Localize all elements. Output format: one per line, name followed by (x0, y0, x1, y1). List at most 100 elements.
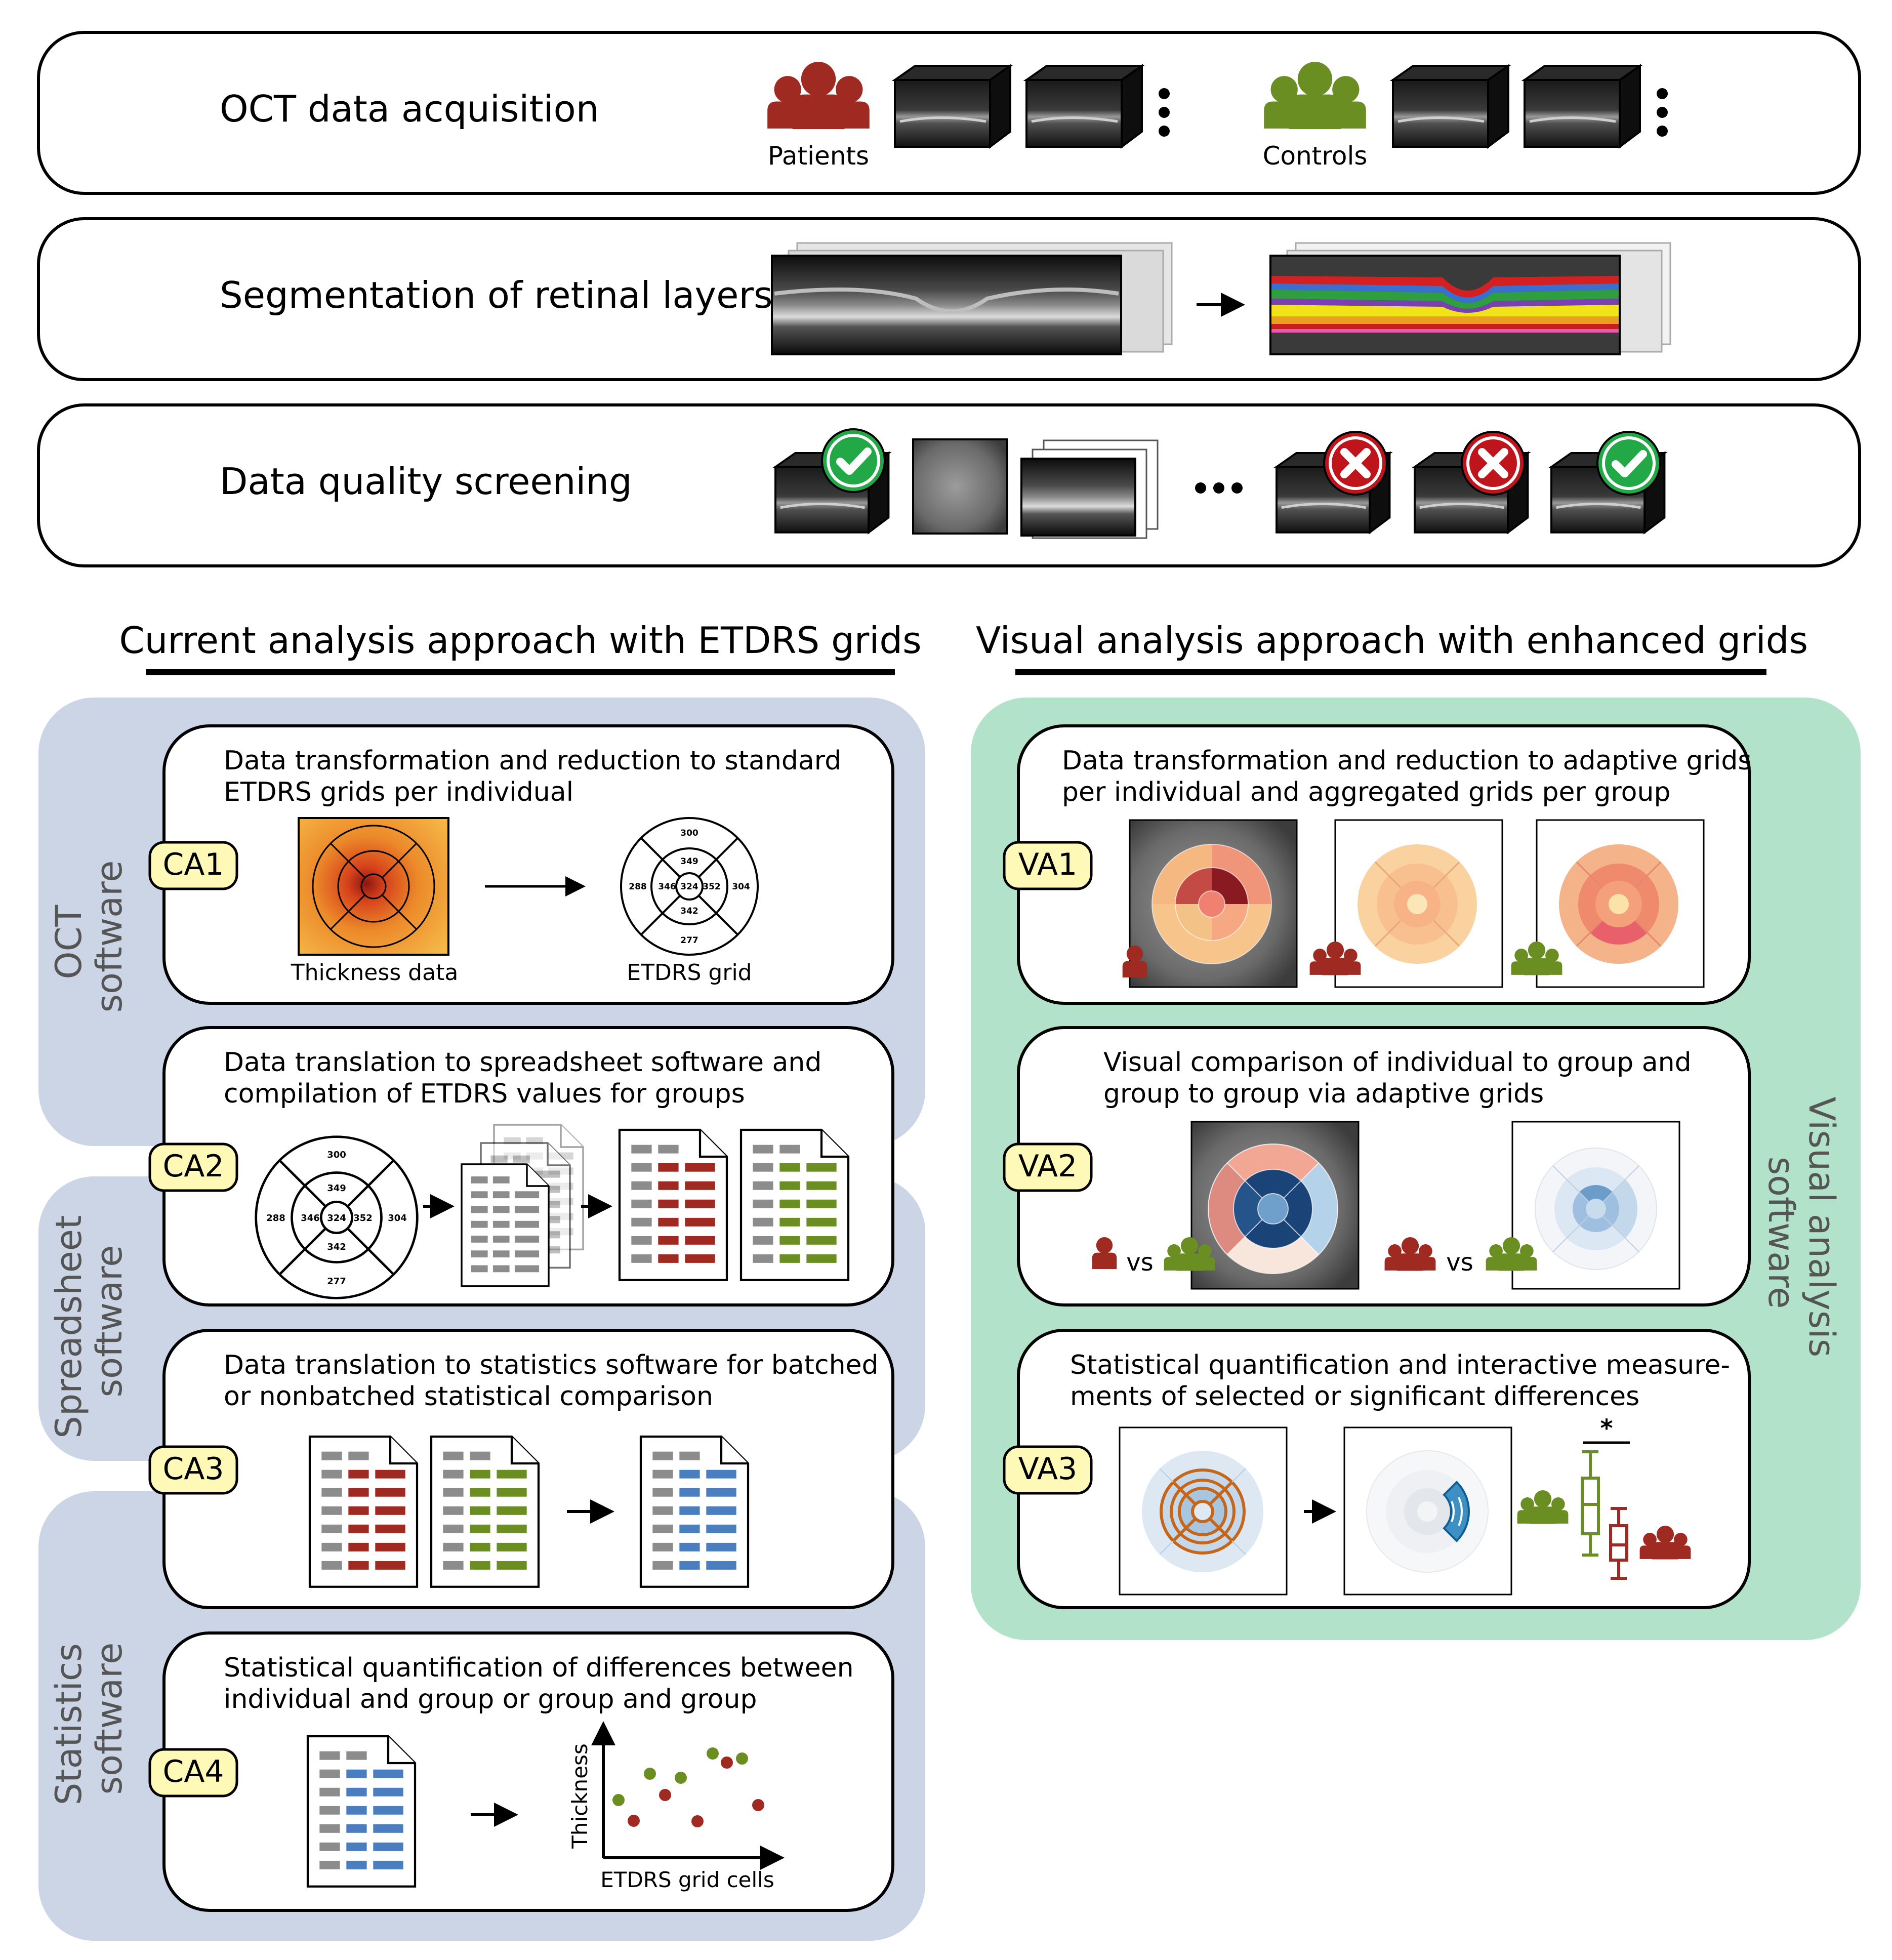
adaptive-grid-individual (1151, 844, 1272, 964)
va1-tag-text: VA1 (1018, 847, 1077, 882)
boxplot-controls (1581, 1450, 1600, 1557)
va2-card: Visual comparison of individual to group… (1017, 1026, 1751, 1306)
va1-tag: VA1 (1003, 841, 1093, 890)
visual-heading: Visual analysis approach with enhanced g… (976, 619, 1808, 662)
ca4-tag: CA4 (148, 1748, 238, 1798)
va2-tag: VA2 (1003, 1142, 1093, 1192)
patient-point (659, 1789, 671, 1801)
current-heading: Current analysis approach with ETDRS gri… (119, 619, 921, 662)
va2-tag-text: VA2 (1018, 1149, 1077, 1184)
y-axis-label: Thickness (567, 1743, 592, 1849)
controls-spreadsheet-icon (741, 1130, 848, 1280)
statistics-software-label-line1: Statistics (48, 1643, 90, 1805)
oct-software-label-line1: OCT (48, 905, 90, 979)
spreadsheet-software-label-line1: Spreadsheet (48, 1215, 90, 1439)
controls-label: Controls (1263, 141, 1368, 171)
statistics-software-label-line2: software (89, 1643, 130, 1795)
va3-card: Statistical quantification and interacti… (1017, 1329, 1751, 1609)
check-icon (1597, 432, 1660, 495)
patient-point (721, 1757, 733, 1769)
control-point (675, 1772, 687, 1784)
scatter-plot: Thickness ETDRS grid cells (567, 1721, 785, 1892)
vs-label: vs (1126, 1248, 1153, 1277)
control-point (644, 1768, 656, 1780)
statistics-spreadsheet-icon (308, 1736, 415, 1887)
segmentation-panel: Segmentation of retinal layers (37, 217, 1861, 381)
segmentation-title: Segmentation of retinal layers (220, 274, 773, 316)
va3-tag-text: VA3 (1018, 1451, 1077, 1487)
difference-grid-groups (1535, 1148, 1657, 1270)
etdrs-value: 346 (301, 1213, 320, 1223)
etdrs-value: 277 (327, 1276, 346, 1287)
ca2-line1: Data translation to spreadsheet software… (224, 1047, 821, 1078)
va3-line1: Statistical quantification and interacti… (1070, 1350, 1730, 1380)
acquisition-panel: OCT data acquisition Patients Controls (37, 31, 1861, 195)
ellipsis-icon (1159, 88, 1170, 137)
oct-volume-icon (1393, 66, 1508, 147)
significant-cells-grid (1366, 1450, 1489, 1573)
etdrs-grid-label: ETDRS grid (627, 960, 752, 986)
etdrs-value: 324 (327, 1213, 346, 1223)
boxplot-patients (1609, 1507, 1628, 1580)
va1-line2: per individual and aggregated grids per … (1062, 777, 1670, 807)
cross-icon (1462, 432, 1525, 495)
etdrs-value: 342 (680, 906, 698, 916)
oct-software-label-line2: software (89, 861, 130, 1013)
spreadsheet-software-label-line2: software (89, 1245, 130, 1398)
patient-point (628, 1815, 640, 1827)
ca3-line1: Data translation to statistics software … (224, 1350, 879, 1380)
vs-label: vs (1446, 1248, 1473, 1277)
patients-spreadsheet-icon (310, 1437, 417, 1587)
patients-label: Patients (768, 141, 869, 171)
bscan-stack (1020, 439, 1159, 539)
segmented-bscan-stack (1269, 242, 1671, 355)
selected-cells-grid (1142, 1451, 1263, 1572)
etdrs-value: 352 (703, 882, 721, 892)
check-icon (822, 429, 885, 492)
control-point (707, 1747, 719, 1760)
va2-line1: Visual comparison of individual to group… (1103, 1047, 1692, 1078)
visual-software-label-line1: Visual analysis (1801, 1097, 1842, 1358)
etdrs-value: 300 (680, 828, 698, 838)
ca4-line1: Statistical quantification of difference… (224, 1653, 854, 1683)
ca2-line2: compilation of ETDRS values for groups (224, 1079, 745, 1109)
etdrs-value: 349 (327, 1183, 346, 1194)
va1-line1: Data transformation and reduction to ada… (1062, 746, 1751, 776)
fundus-image (912, 438, 1008, 535)
ca1-card: Data transformation and reduction to sta… (162, 724, 894, 1005)
oct-volume-icon (1525, 66, 1640, 147)
current-heading-rule (146, 669, 895, 675)
ca1-line2: ETDRS grids per individual (224, 777, 573, 807)
screening-panel: Data quality screening (37, 403, 1861, 567)
etdrs-value: 288 (266, 1213, 285, 1223)
scatter-points (612, 1747, 764, 1827)
etdrs-value: 304 (732, 882, 750, 892)
ca4-line2: individual and group or group and group (224, 1684, 757, 1714)
visual-software-label-line2: software (1760, 1157, 1802, 1309)
etdrs-value: 349 (680, 856, 698, 867)
patient-point (691, 1815, 704, 1827)
patients-spreadsheet-icon (620, 1130, 727, 1280)
va1-card: Data transformation and reduction to ada… (1017, 724, 1751, 1005)
ellipsis-icon (1657, 88, 1668, 137)
va3-tag: VA3 (1003, 1445, 1093, 1495)
va3-line2: ments of selected or significant differe… (1070, 1381, 1639, 1412)
bscan-stack (771, 242, 1173, 355)
acquisition-title: OCT data acquisition (220, 88, 599, 130)
ca1-tag-text: CA1 (162, 847, 224, 882)
thickness-data-label: Thickness data (291, 960, 459, 986)
spreadsheet-software-label: Spreadsheet software (48, 1204, 130, 1438)
etdrs-value: 324 (680, 882, 698, 892)
visual-heading-rule (1015, 669, 1766, 675)
ca1-tag: CA1 (148, 841, 238, 890)
ca2-tag: CA2 (148, 1142, 238, 1192)
control-point (612, 1794, 625, 1806)
adaptive-grid-controls (1559, 844, 1678, 964)
oct-software-label: OCT software (48, 861, 130, 1013)
cross-icon (1324, 432, 1387, 495)
ca1-line1: Data transformation and reduction to sta… (224, 746, 841, 776)
va2-line2: group to group via adaptive grids (1103, 1079, 1544, 1109)
difference-grid-individual (1208, 1144, 1338, 1274)
significance-star: * (1600, 1414, 1613, 1443)
